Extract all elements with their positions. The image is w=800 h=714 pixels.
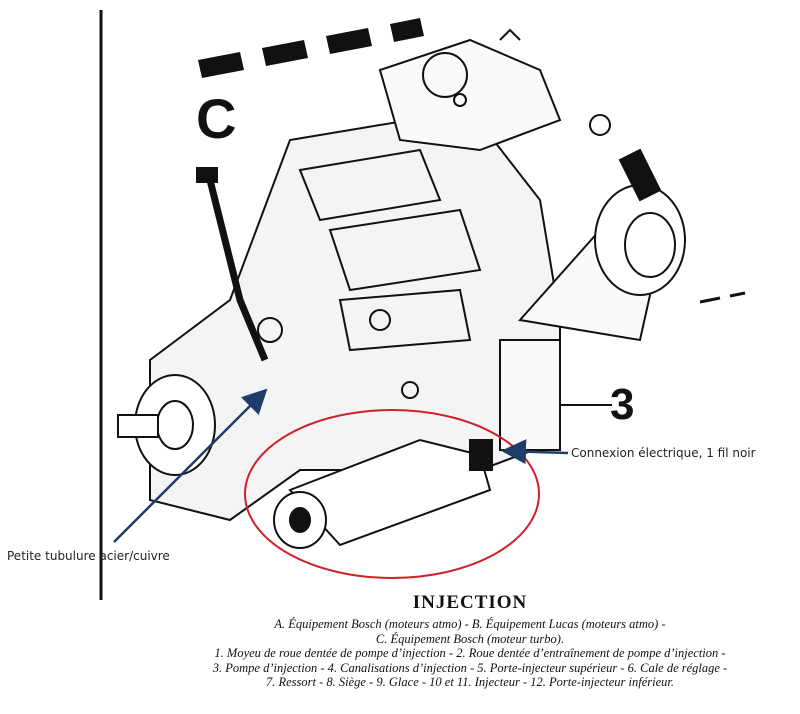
dashed-right-marks (699, 291, 746, 304)
arrow-electrical-connection (501, 439, 569, 465)
caption-line: 7. Ressort - 8. Siège - 9. Glace - 10 et… (266, 675, 674, 689)
highlight-ellipse (244, 409, 540, 579)
pump-body (117, 28, 686, 549)
section-letter: C (196, 87, 237, 150)
dashed-top-band (198, 18, 424, 78)
caption-line: A. Équipement Bosch (moteurs atmo) - B. … (274, 617, 666, 631)
caption-line: 1. Moyeu de roue dentée de pompe d’injec… (214, 646, 726, 660)
annotation-electrical-connection: Connexion électrique, 1 fil noir (571, 446, 756, 460)
caption-title: INJECTION (412, 592, 528, 613)
figure-caption: INJECTION A. Équipement Bosch (moteurs a… (120, 592, 800, 690)
caption-line: 3. Pompe d’injection - 4. Canalisations … (212, 660, 728, 675)
caption-line: C. Équipement Bosch (moteur turbo). (375, 631, 565, 646)
part-number-label: 3 (610, 380, 635, 429)
annotation-small-tube: Petite tubulure acier/cuivre (7, 549, 170, 563)
arrow-small-tube (113, 388, 268, 543)
